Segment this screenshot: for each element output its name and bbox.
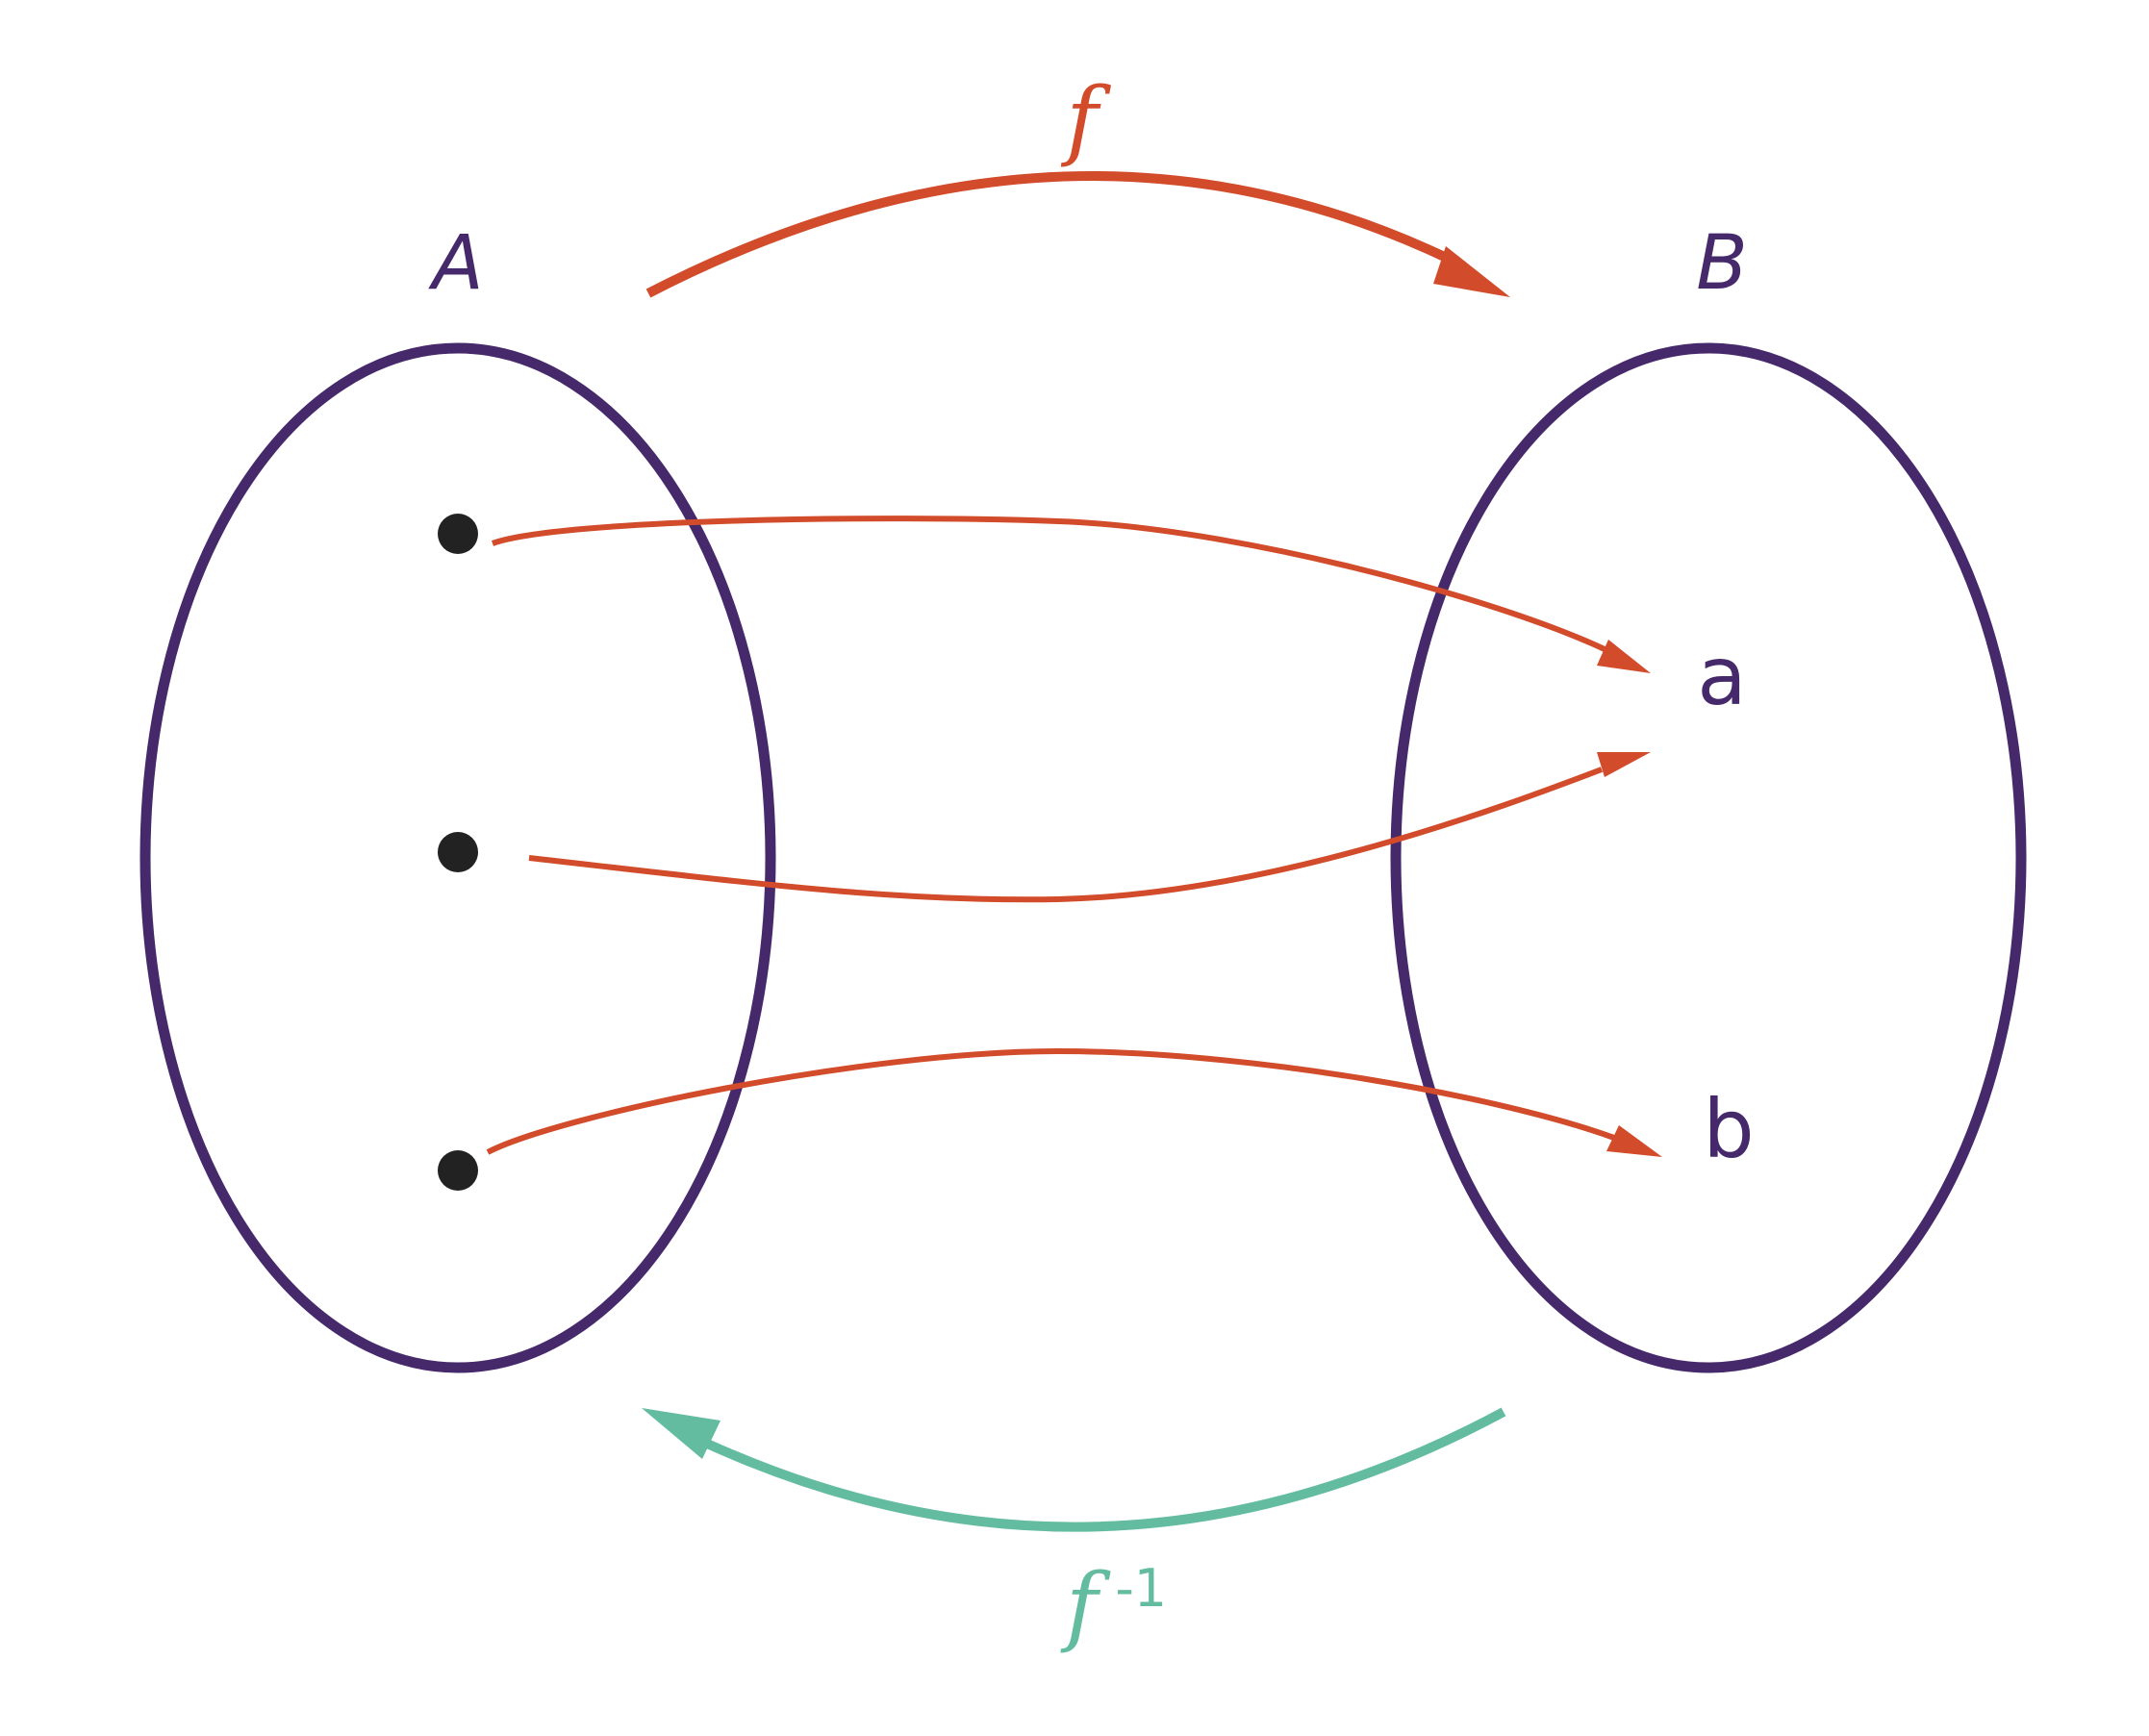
set-a-ellipse [139, 342, 776, 1373]
domain-point-1 [438, 514, 478, 554]
mapping-arrow-3 [486, 1047, 1616, 1155]
mapping-arrowhead-2 [1597, 752, 1651, 777]
mapping-arrowhead-3 [1606, 1125, 1662, 1157]
mapping-arrowhead-1 [1597, 640, 1651, 673]
function-arrow-shaft [645, 171, 1454, 298]
domain-point-3 [438, 1150, 478, 1191]
function-arrow-head [1433, 246, 1510, 297]
domain-point-2 [438, 832, 478, 872]
inverse-arrow-head [642, 1408, 721, 1459]
set-a-label: A [427, 220, 483, 307]
inverse-label: f-1 [1060, 1555, 1167, 1656]
mapping-arrow-2 [528, 767, 1604, 903]
set-b-ellipse [1390, 342, 2027, 1373]
inverse-label-base: f [1060, 1555, 1111, 1656]
function-label: f [1060, 69, 1111, 170]
codomain-element-a: a [1697, 629, 1746, 723]
codomain-element-b: b [1703, 1082, 1754, 1176]
inverse-arrow-shaft [702, 1407, 1506, 1532]
inverse-label-superscript: -1 [1115, 1558, 1167, 1619]
set-b-label: B [1696, 220, 1748, 307]
mapping-arrow-1 [491, 516, 1606, 652]
